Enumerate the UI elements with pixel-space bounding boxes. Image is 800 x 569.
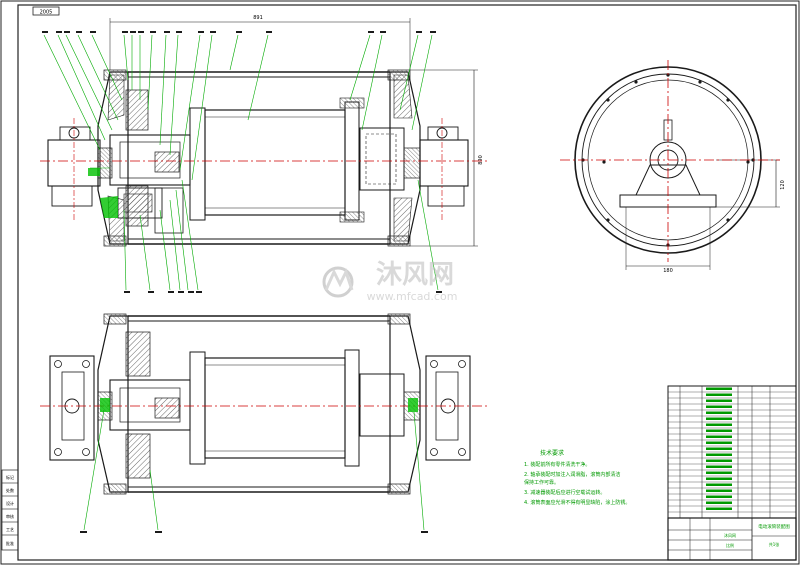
- parts-list-entry-mark: [706, 423, 732, 426]
- tech-req-line: 2. 轴承装配时加注入润滑脂，滚筒内部清洁: [524, 471, 620, 478]
- side-label: 标记: [6, 474, 14, 480]
- tech-req-line: 保持工作可靠。: [524, 479, 559, 486]
- parts-list-entry-mark: [706, 471, 732, 474]
- end-view-height-dimension: 120: [780, 180, 786, 190]
- parts-list-entry-mark: [706, 507, 732, 510]
- title-block: [667, 517, 797, 561]
- parts-list-entry-mark: [706, 495, 732, 498]
- tech-req-line: 4. 滚筒表面应光滑不得有明显缺陷，涂上防锈。: [524, 499, 630, 506]
- tech-req-line: 3. 减速器装配后应进行空载试运转。: [524, 489, 605, 496]
- parts-list-entry-mark: [706, 417, 732, 420]
- top-view-leader-tags: [42, 31, 442, 293]
- inner-frame: [17, 4, 797, 561]
- bottom-view-leaders: [83, 409, 425, 531]
- bottom-view-leader-tags: [80, 531, 428, 533]
- parts-list-entry-mark: [706, 411, 732, 414]
- left-signature-strip: 标记 处数 设计 审核 工艺 批准: [1, 469, 19, 551]
- parts-list-entry-mark: [706, 393, 732, 396]
- top-section-view: [47, 18, 478, 247]
- end-view-width-dimension: 180: [663, 268, 673, 274]
- side-label: 设计: [6, 500, 14, 506]
- parts-list-entry-mark: [706, 465, 732, 468]
- title-block-company: 沐风网: [724, 532, 736, 538]
- title-block-drawing-name: 电动滚筒装配图: [758, 523, 790, 530]
- watermark-url: www.mfcad.com: [367, 290, 458, 303]
- watermark-logo-mark-icon: [324, 268, 354, 291]
- watermark: 沐风网 www.mfcad.com: [322, 260, 458, 303]
- tech-req-line: 1. 装配前所有零件清洗干净。: [524, 461, 590, 468]
- parts-list-entry-mark: [706, 483, 732, 486]
- watermark-logo-icon: [322, 266, 354, 298]
- parts-list-entry-mark: [706, 435, 732, 438]
- seal-accent: [408, 398, 418, 412]
- parts-list-entry-mark: [706, 459, 732, 462]
- parts-list-entry-mark: [706, 477, 732, 480]
- watermark-text: 沐风网: [376, 260, 454, 290]
- title-block-sheet: 共1张: [769, 541, 780, 547]
- parts-list-entry-mark: [706, 387, 732, 390]
- top-dimension-label: 891: [253, 15, 263, 21]
- seal-accent: [88, 168, 100, 176]
- tech-req-title: 技术要求: [540, 449, 564, 457]
- parts-list-entry-mark: [706, 447, 732, 450]
- parts-list-entry-mark: [706, 405, 732, 408]
- seal-accent: [100, 196, 118, 218]
- side-label: 处数: [6, 487, 14, 493]
- parts-list-entry-mark: [706, 453, 732, 456]
- technical-requirements: 技术要求 1. 装配前所有零件清洗干净。 2. 轴承装配时加注入润滑脂，滚筒内部…: [524, 449, 630, 506]
- right-dimension-label: 890: [478, 155, 484, 165]
- parts-list-rows: [668, 387, 796, 513]
- sheet-tag: 2005: [40, 10, 53, 16]
- parts-list-entry-mark: [706, 399, 732, 402]
- top-view-leaders: [43, 34, 439, 291]
- sheet-tag-box: [32, 6, 60, 16]
- side-label: 审核: [6, 513, 14, 519]
- parts-list-entry-mark: [706, 429, 732, 432]
- bottom-plan-view: [49, 313, 471, 495]
- seal-accent: [100, 398, 110, 412]
- parts-list-entry-mark: [706, 489, 732, 492]
- side-label: 工艺: [6, 527, 14, 532]
- title-block-scale: 比例: [726, 542, 734, 548]
- parts-list-entry-mark: [706, 501, 732, 504]
- side-label: 批准: [6, 540, 14, 546]
- parts-list-entry-mark: [706, 441, 732, 444]
